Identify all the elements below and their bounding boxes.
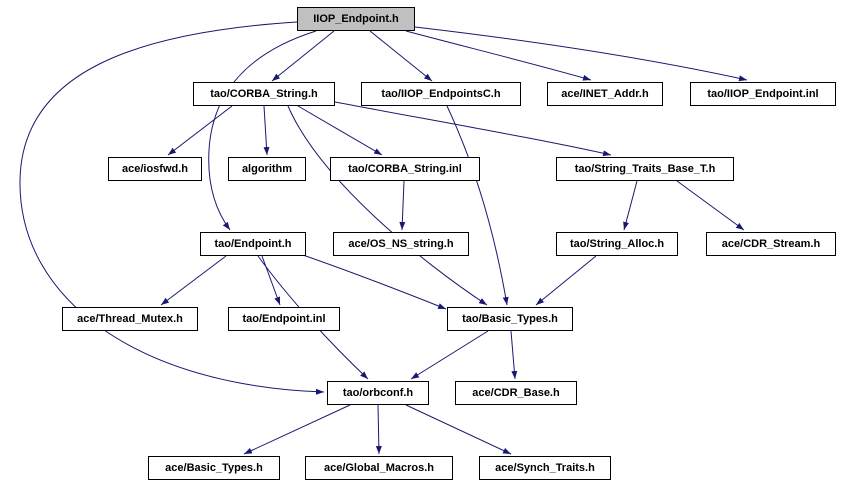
edge-iiop-endpoint-h-to-inet-addr-h (405, 30, 592, 81)
node-label: tao/Endpoint.h (214, 238, 292, 250)
node-label: tao/String_Alloc.h (569, 238, 665, 250)
edge-iiop-endpoint-h-to-corba-string-h (271, 30, 335, 82)
node-label: ace/INET_Addr.h (561, 88, 649, 100)
node-string-traits-base-t-h[interactable]: tao/String_Traits_Base_T.h (556, 157, 734, 181)
node-label: tao/IIOP_Endpoint.inl (707, 88, 819, 100)
node-global-macros-h[interactable]: ace/Global_Macros.h (305, 456, 453, 480)
node-label: ace/OS_NS_string.h (348, 238, 454, 250)
node-label: tao/IIOP_EndpointsC.h (381, 88, 501, 100)
node-inet-addr-h[interactable]: ace/INET_Addr.h (547, 82, 663, 106)
node-cdr-base-h[interactable]: ace/CDR_Base.h (455, 381, 577, 405)
node-label: ace/CDR_Stream.h (721, 238, 821, 250)
node-iosfwd-h[interactable]: ace/iosfwd.h (108, 157, 202, 181)
node-label: tao/CORBA_String.h (210, 88, 318, 100)
node-basic-types-h[interactable]: tao/Basic_Types.h (447, 307, 573, 331)
node-synch-traits-h[interactable]: ace/Synch_Traits.h (479, 456, 611, 480)
node-algorithm[interactable]: algorithm (228, 157, 306, 181)
edge-corba-string-h-to-corba-string-inl (297, 105, 383, 156)
node-label: ace/Basic_Types.h (165, 462, 263, 474)
edge-endpoint-h-to-basic-types-h (299, 253, 447, 310)
node-os-ns-string-h[interactable]: ace/OS_NS_string.h (333, 232, 469, 256)
edge-string-traits-base-t-h-to-cdr-stream-h (676, 180, 745, 231)
edge-basic-types-h-to-orbconf-h (410, 330, 489, 380)
node-thread-mutex-h[interactable]: ace/Thread_Mutex.h (62, 307, 198, 331)
edge-basic-types-h-to-cdr-base-h (510, 330, 518, 380)
edge-orbconf-h-to-global-macros-h (375, 404, 382, 455)
node-corba-string-h[interactable]: tao/CORBA_String.h (193, 82, 335, 106)
edge-corba-string-h-to-iosfwd-h (167, 105, 233, 156)
node-endpoint-inl[interactable]: tao/Endpoint.inl (228, 307, 340, 331)
edge-corba-string-inl-to-os-ns-string-h (399, 180, 406, 231)
edge-corba-string-h-to-basic-types-h (287, 105, 488, 306)
node-label: tao/Basic_Types.h (462, 313, 558, 325)
node-cdr-stream-h[interactable]: ace/CDR_Stream.h (706, 232, 836, 256)
node-iiop-endpoint-h: IIOP_Endpoint.h (297, 7, 415, 31)
edge-orbconf-h-to-ace-basic-types-h (243, 404, 351, 455)
edge-corba-string-h-to-algorithm (263, 105, 270, 156)
node-label: ace/Thread_Mutex.h (77, 313, 183, 325)
edge-orbconf-h-to-synch-traits-h (405, 404, 512, 455)
edge-iiop-endpointsc-h-to-basic-types-h (446, 105, 509, 306)
edge-iiop-endpoint-h-to-iiop-endpoint-inl (414, 26, 748, 82)
node-ace-basic-types-h[interactable]: ace/Basic_Types.h (148, 456, 280, 480)
node-label: tao/orbconf.h (342, 387, 414, 399)
node-iiop-endpoint-inl[interactable]: tao/IIOP_Endpoint.inl (690, 82, 836, 106)
node-label: IIOP_Endpoint.h (313, 13, 399, 25)
node-label: ace/CDR_Base.h (472, 387, 560, 399)
edge-endpoint-h-to-endpoint-inl (261, 255, 281, 306)
node-label: ace/Global_Macros.h (323, 462, 435, 474)
node-label: tao/CORBA_String.inl (348, 163, 462, 175)
node-label: ace/iosfwd.h (121, 163, 189, 175)
edge-string-traits-base-t-h-to-string-alloc-h (623, 180, 638, 231)
edge-corba-string-h-to-string-traits-base-t-h (334, 101, 612, 157)
node-iiop-endpointsc-h[interactable]: tao/IIOP_EndpointsC.h (361, 82, 521, 106)
edge-iiop-endpoint-h-to-endpoint-h (208, 30, 317, 231)
node-label: ace/Synch_Traits.h (495, 462, 595, 474)
node-label: tao/Endpoint.inl (242, 313, 326, 325)
edge-string-alloc-h-to-basic-types-h (535, 255, 597, 306)
node-orbconf-h[interactable]: tao/orbconf.h (327, 381, 429, 405)
edge-iiop-endpoint-h-to-orbconf-h (19, 21, 325, 395)
node-label: tao/String_Traits_Base_T.h (574, 163, 716, 175)
edge-iiop-endpoint-h-to-iiop-endpointsc-h (369, 30, 433, 82)
node-corba-string-inl[interactable]: tao/CORBA_String.inl (330, 157, 480, 181)
edge-endpoint-h-to-thread-mutex-h (160, 255, 227, 306)
node-endpoint-h[interactable]: tao/Endpoint.h (200, 232, 306, 256)
node-label: algorithm (241, 163, 293, 175)
node-string-alloc-h[interactable]: tao/String_Alloc.h (556, 232, 678, 256)
